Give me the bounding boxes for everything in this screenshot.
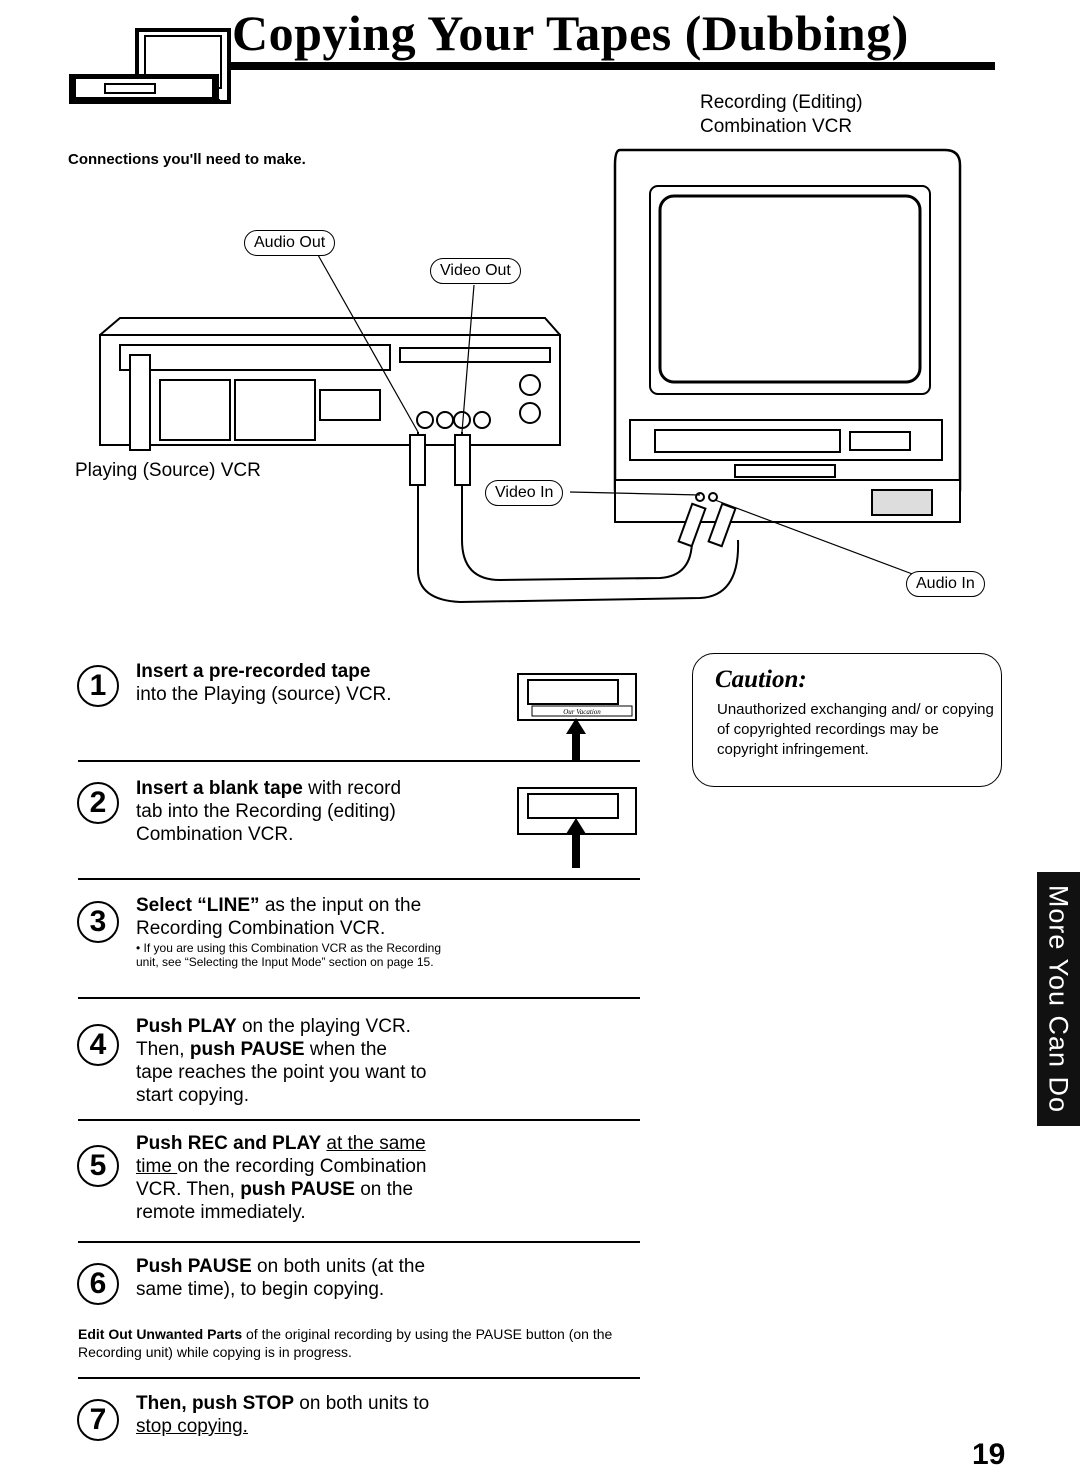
step-4-bold: Push PLAY [136, 1016, 237, 1037]
step-5-line2b: on the recording Combination [177, 1156, 427, 1177]
audio-out-label: Audio Out [244, 230, 336, 256]
step-5-text: Push REC and PLAY at the same time on th… [136, 1132, 476, 1224]
step-5-line3a: VCR. Then, [136, 1179, 241, 1200]
step-1-text: Insert a pre-recorded tape into the Play… [136, 660, 392, 706]
step-1-number: 1 [77, 665, 119, 707]
step-7-number: 7 [77, 1399, 119, 1441]
step-6-bold: Push PAUSE [136, 1256, 252, 1277]
title-rule [230, 62, 995, 70]
step-2-inline: with record [302, 778, 402, 799]
step-4-text: Push PLAY on the playing VCR. Then, push… [136, 1015, 466, 1107]
step-4-line2b: when the [304, 1039, 387, 1060]
connection-diagram [99, 148, 962, 604]
cables [409, 432, 740, 604]
step-5-inline-underline: at the same [326, 1133, 426, 1154]
step-4-line2-bold: push PAUSE [189, 1039, 305, 1060]
playing-vcr-label: Playing (Source) VCR [75, 460, 261, 481]
playing-vcr [99, 317, 561, 451]
step-1-bold: Insert a pre-recorded tape [136, 661, 371, 682]
step-5-line3b: on the [354, 1179, 414, 1200]
step-5-line2-underline: time [136, 1156, 178, 1177]
step-4-line2a: Then, [136, 1039, 190, 1060]
step-2-bold: Insert a blank tape [136, 778, 303, 799]
step-2-number: 2 [77, 782, 119, 824]
caution-text: Unauthorized exchanging and/ or copying … [717, 701, 994, 758]
caution-title: Caution: [715, 666, 807, 693]
step-4-body: tape reaches the point you want to start… [136, 1062, 427, 1106]
video-in-label: Video In [485, 480, 564, 506]
step-3-inline: as the input on the [259, 895, 422, 916]
cassette-label: Our Vacation [563, 708, 601, 716]
page-number: 19 [972, 1438, 1006, 1471]
step-3-text: Select “LINE” as the input on the Record… [136, 894, 421, 940]
step-divider-4 [78, 1119, 640, 1121]
tv-vcr-icon [69, 28, 231, 104]
step-7-inline: on both units to [294, 1393, 430, 1414]
connections-label: Connections you'll need to make. [68, 151, 306, 168]
step-6-text: Push PAUSE on both units (at the same ti… [136, 1255, 425, 1301]
edit-out-bold: Edit Out Unwanted Parts [78, 1326, 243, 1342]
step-6-body: same time), to begin copying. [136, 1279, 385, 1300]
step-divider-5 [78, 1241, 640, 1243]
step-divider-6 [78, 1377, 640, 1379]
step-divider-1 [78, 760, 640, 762]
edit-out-text: of the original recording by using the P… [78, 1326, 613, 1360]
leader-lines [317, 254, 916, 576]
step-7-bold: Then, push STOP [136, 1393, 294, 1414]
step-6-number: 6 [77, 1263, 119, 1305]
step-3-body: Recording Combination VCR. [136, 918, 386, 939]
side-tab [1037, 872, 1080, 1126]
edit-out-note: Edit Out Unwanted Parts of the original … [78, 1325, 638, 1361]
caution-box [692, 653, 1002, 787]
cassette-blank-icon [517, 787, 637, 868]
step-divider-3 [78, 997, 640, 999]
step-5-bold: Push REC and PLAY [136, 1133, 322, 1154]
step-3-bold: Select “LINE” [136, 895, 260, 916]
cassette-insert-icon: Our Vacation [517, 673, 637, 760]
combination-vcr-tv [613, 148, 962, 523]
recording-vcr-label-line2: Combination VCR [700, 116, 853, 137]
step-5-body: remote immediately. [136, 1202, 306, 1223]
step-4-number: 4 [77, 1024, 119, 1066]
step-3-number: 3 [77, 901, 119, 943]
step-7-text: Then, push STOP on both units to stop co… [136, 1392, 429, 1438]
step-6-inline: on both units (at the [251, 1256, 426, 1277]
step-2-text: Insert a blank tape with record tab into… [136, 777, 436, 846]
video-out-label: Video Out [430, 258, 521, 284]
step-5-line3-bold: push PAUSE [240, 1179, 355, 1200]
side-tab-label: More You Can Do [1043, 884, 1074, 1114]
step-5-number: 5 [77, 1145, 119, 1187]
step-3-note: • If you are using this Combination VCR … [136, 941, 442, 969]
step-divider-2 [78, 878, 640, 880]
step-7-body: stop copying. [136, 1416, 248, 1437]
step-2-body: tab into the Recording (editing) Combina… [136, 801, 396, 845]
step-1-body: into the Playing (source) VCR. [136, 684, 392, 705]
page-title: Copying Your Tapes (Dubbing) [232, 5, 909, 61]
step-4-inline: on the playing VCR. [236, 1016, 411, 1037]
recording-vcr-label-line1: Recording (Editing) [700, 92, 863, 113]
audio-in-label: Audio In [906, 571, 985, 597]
recording-vcr-label: Recording (Editing) Combination VCR [700, 91, 863, 139]
